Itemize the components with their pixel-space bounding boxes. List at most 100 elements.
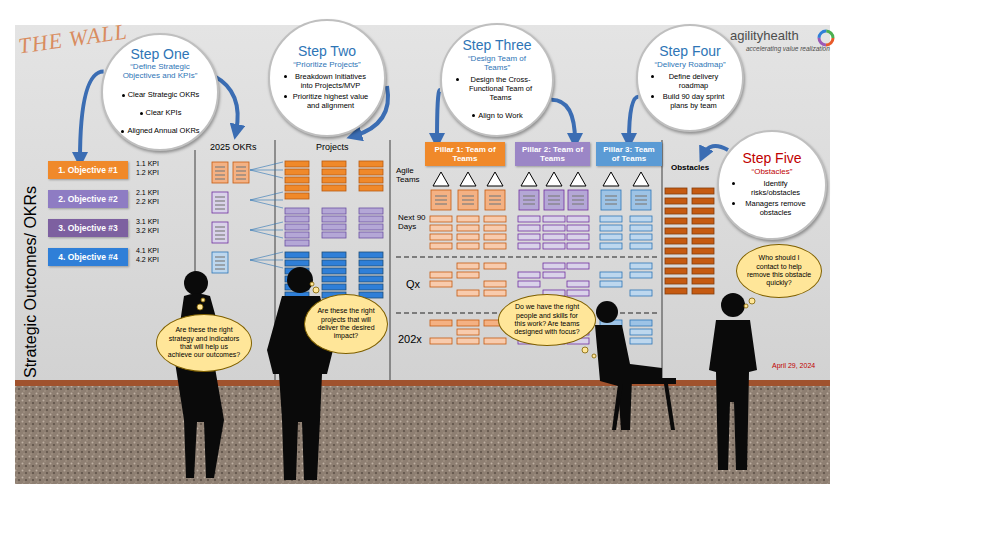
sticky-note (430, 216, 452, 222)
sticky-note (630, 243, 652, 249)
obstacle-note (665, 188, 687, 194)
obstacle-note (692, 238, 714, 244)
sticky-note (457, 225, 479, 231)
step-circle: Step Four“Delivery Roadmap”Define delive… (636, 24, 744, 132)
note-line (215, 174, 225, 175)
pillar-box: Pillar 2: Team of Teams (515, 142, 590, 166)
obstacle-note (665, 278, 687, 284)
note-line (215, 268, 225, 269)
project-bar (359, 185, 383, 191)
project-bar (322, 252, 346, 258)
sticky-note (543, 216, 565, 222)
sticky-note (543, 243, 565, 249)
objective-label: 1. Objective #1 (58, 165, 118, 175)
project-bar (322, 260, 346, 266)
sticky-note (518, 272, 540, 278)
sticky-note (484, 234, 506, 240)
note-line (523, 195, 535, 196)
sticky-note (567, 234, 589, 240)
note-line (215, 226, 225, 227)
obstacle-note (692, 188, 714, 194)
obstacle-note (665, 198, 687, 204)
sticky-note (518, 225, 540, 231)
step-text: Step One“Define Strategic Objectives and… (116, 47, 203, 138)
step-bullet: Identify risks/obstacles (731, 179, 812, 197)
flow-arrow (552, 100, 576, 141)
project-bar (322, 224, 346, 230)
note-line (215, 170, 225, 171)
team-note (431, 190, 451, 210)
note-line (250, 170, 283, 178)
step-subtitle: “Obstacles” (731, 167, 812, 176)
step-subtitle: “Define Strategic Objectives and KPIs” (116, 62, 203, 80)
step-bullet: Clear Strategic OKRs (121, 90, 200, 99)
pillar-label: Pillar 3: Team of Teams (599, 145, 659, 164)
sticky-note (457, 272, 479, 278)
step-bullet: Design the Cross-Functional Team of Team… (455, 75, 539, 102)
step-circle: Step Three“Design Team of Teams”Design t… (440, 23, 554, 137)
sticky-note (484, 243, 506, 249)
obstacle-note (665, 218, 687, 224)
note-line (250, 222, 283, 230)
obstacle-note (692, 268, 714, 274)
note-line (215, 238, 225, 239)
sticky-note (630, 263, 652, 269)
objective-box: 2. Objective #2 (48, 190, 128, 208)
note-line (523, 203, 535, 204)
note-line (435, 195, 447, 196)
team-triangle (487, 172, 503, 186)
note-line (250, 200, 283, 208)
project-bar (285, 252, 309, 258)
sticky-note (518, 234, 540, 240)
sticky-note (518, 243, 540, 249)
kpi-label: 4.1 KPI (136, 247, 159, 255)
note-line (236, 174, 246, 175)
column-dividers (195, 140, 662, 380)
thought-bubble: Do we have the right people and skills f… (498, 294, 596, 346)
row-heading: Agile Teams (396, 166, 428, 184)
project-bar (359, 284, 383, 290)
obstacle-note (692, 218, 714, 224)
okr-document (212, 252, 228, 273)
sticky-note (543, 225, 565, 231)
sticky-note (457, 243, 479, 249)
note-line (572, 199, 584, 200)
project-bar (285, 193, 309, 199)
sticky-note (518, 216, 540, 222)
flow-arrow (80, 72, 104, 161)
note-line (250, 162, 283, 170)
project-bar (359, 169, 383, 175)
team-note (519, 190, 539, 210)
step-title: Step Five (731, 151, 812, 166)
step-text: Step Three“Design Team of Teams”Design t… (455, 38, 539, 122)
sticky-note (630, 225, 652, 231)
note-line (605, 203, 617, 204)
project-bar (322, 185, 346, 191)
note-line (215, 234, 225, 235)
project-bar (322, 161, 346, 167)
baseboard (15, 380, 830, 386)
note-line (462, 199, 474, 200)
silhouettes (175, 267, 757, 480)
sticky-note (457, 338, 479, 344)
column-heading: 2025 OKRs (210, 142, 257, 152)
project-bar (359, 208, 383, 214)
wall (15, 25, 830, 382)
obstacle-note (692, 198, 714, 204)
sticky-note (457, 329, 479, 335)
note-line (489, 195, 501, 196)
note-line (215, 230, 225, 231)
project-bar (359, 161, 383, 167)
step-bullet: Clear KPIs (139, 108, 182, 117)
note-line (548, 199, 560, 200)
note-line (572, 195, 584, 196)
step-text: Step Four“Delivery Roadmap”Define delive… (650, 44, 730, 112)
sticky-note (430, 234, 452, 240)
sticky-note (457, 234, 479, 240)
team-triangle (603, 172, 619, 186)
step-bullet: Managers remove obstacles (731, 199, 812, 217)
note-line (250, 230, 283, 238)
sticky-note (484, 225, 506, 231)
sticky-note (567, 243, 589, 249)
